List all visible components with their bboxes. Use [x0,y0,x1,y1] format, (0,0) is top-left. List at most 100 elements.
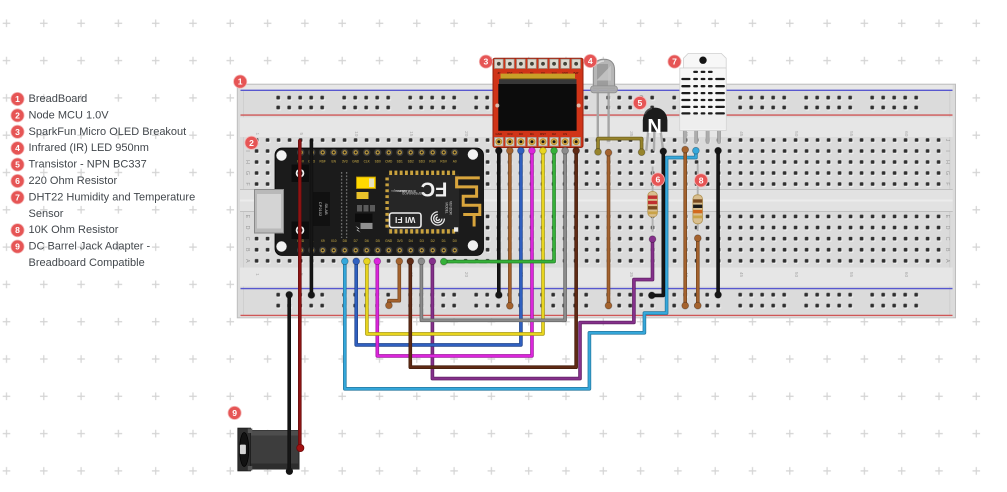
svg-text:9: 9 [232,408,237,418]
svg-text:50: 50 [793,131,799,137]
svg-text:JP: JP [497,71,500,75]
svg-text:GND: GND [495,132,503,136]
svg-text:PA +25dBm: PA +25dBm [395,189,411,193]
svg-text:4: 4 [588,56,593,66]
svg-text:H: H [244,160,250,164]
svg-text:BreadBoard: BreadBoard [29,93,88,105]
svg-text:RST: RST [507,71,513,75]
svg-text:EN: EN [331,159,336,163]
svg-text:220 Ohm Resistor: 220 Ohm Resistor [29,175,118,187]
svg-text:CLK: CLK [364,159,371,163]
svg-text:2: 2 [15,110,20,120]
svg-text:CS: CS [563,132,567,136]
svg-text:35: 35 [628,272,634,278]
svg-text:D1: D1 [442,239,446,243]
svg-text:G: G [944,171,950,175]
svg-text:D: D [944,226,950,230]
svg-text:A0: A0 [453,159,457,163]
svg-text:3V3: 3V3 [342,159,348,163]
svg-text:2: 2 [249,138,254,148]
svg-text:D2: D2 [431,239,435,243]
svg-text:N: N [647,116,661,138]
svg-text:E: E [244,215,250,219]
svg-text:4: 4 [15,143,20,153]
svg-text:60: 60 [903,272,909,278]
svg-text:MODEL: MODEL [445,202,449,214]
svg-text:X10: X10 [331,239,337,243]
svg-text:20: 20 [463,131,469,137]
svg-text:Node MCU 1.0V: Node MCU 1.0V [29,109,110,121]
svg-text:B: B [244,248,250,252]
svg-text:6: 6 [656,175,661,185]
svg-text:D0: D0 [541,71,545,75]
svg-text:D0: D0 [453,239,457,243]
svg-text:5: 5 [15,160,20,170]
svg-text:SD1: SD1 [397,159,403,163]
svg-text:BAT: BAT [574,71,580,75]
svg-text:G: G [244,171,250,175]
svg-text:3V3: 3V3 [552,71,557,75]
svg-text:3P4 2.4GHz: 3P4 2.4GHz [399,189,416,193]
svg-text:5: 5 [638,98,643,108]
svg-text:D4: D4 [409,239,413,243]
svg-text:VENDOR: VENDOR [448,201,452,215]
svg-text:F: F [244,182,250,186]
svg-text:F: F [944,182,950,186]
svg-text:7: 7 [672,57,677,67]
svg-text:GND: GND [385,239,393,243]
svg-text:60: 60 [903,131,909,137]
svg-text:J: J [944,139,950,142]
svg-text:WI FI: WI FI [395,215,415,225]
svg-text:H: H [944,160,950,164]
svg-text:A: A [944,259,950,263]
svg-text:1: 1 [254,132,260,135]
svg-text:7: 7 [15,192,20,202]
svg-text:15: 15 [408,131,414,137]
svg-text:E: E [944,215,950,219]
svg-text:D5: D5 [376,239,380,243]
svg-text:1: 1 [15,94,20,104]
svg-text:GND: GND [352,159,360,163]
svg-text:X9: X9 [321,239,325,243]
svg-text:8: 8 [15,225,20,235]
svg-text:55: 55 [848,272,854,278]
svg-text:D2: D2 [552,132,556,136]
svg-text:SILAB: SILAB [324,203,329,215]
svg-text:GND: GND [562,71,568,75]
svg-text:A: A [244,259,250,263]
svg-text:CP2102: CP2102 [318,202,323,217]
svg-text:D3: D3 [420,239,424,243]
svg-text:I: I [944,150,950,152]
svg-text:35: 35 [628,131,634,137]
svg-text:9: 9 [15,242,20,252]
svg-text:DHT22 Humidity and Temperature: DHT22 Humidity and Temperature [29,191,196,203]
svg-text:RSF: RSF [320,159,326,163]
svg-text:DC Barrel Jack Adapter -: DC Barrel Jack Adapter - [29,241,151,253]
svg-text:802.11b/g/n: 802.11b/g/n [391,189,407,193]
svg-text:D7: D7 [354,239,358,243]
svg-text:D6: D6 [365,239,369,243]
svg-text:D8: D8 [343,239,347,243]
svg-text:Transistor - NPN BC337: Transistor - NPN BC337 [29,159,147,171]
svg-text:3: 3 [15,127,20,137]
svg-text:Infrared (IR) LED 950nm: Infrared (IR) LED 950nm [29,142,149,154]
svg-text:SD0: SD0 [375,159,381,163]
svg-text:CMD: CMD [385,159,393,163]
svg-text:55: 55 [848,131,854,137]
svg-text:SD3: SD3 [419,159,425,163]
svg-text:3: 3 [484,57,489,67]
svg-text:Breadboard Compatible: Breadboard Compatible [29,257,145,269]
svg-text:D: D [244,226,250,230]
svg-text:ESP8266MOD: ESP8266MOD [401,191,424,195]
svg-text:I: I [244,150,250,152]
svg-text:10: 10 [353,131,359,137]
svg-text:45: 45 [738,131,744,137]
svg-text:1: 1 [238,77,243,87]
svg-text:B: B [944,248,950,252]
svg-text:5: 5 [298,132,304,135]
svg-text:6: 6 [15,176,20,186]
svg-text:RSV: RSV [429,159,436,163]
svg-text:C: C [244,237,250,241]
svg-text:D0: D0 [519,132,523,136]
svg-text:D1: D1 [530,71,534,75]
